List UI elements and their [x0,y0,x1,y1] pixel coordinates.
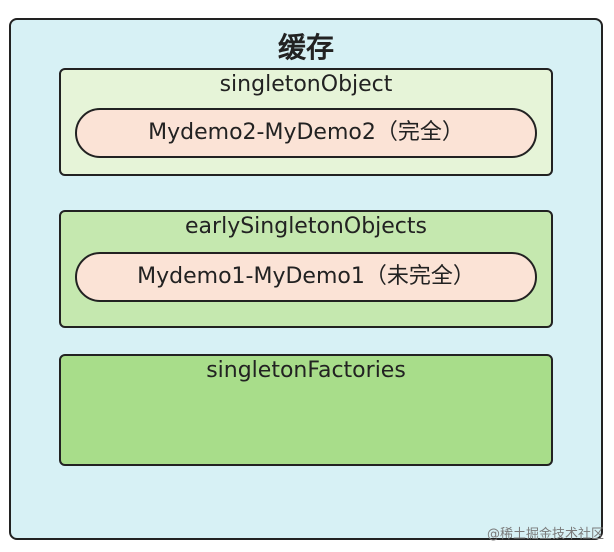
singleton-object-label: singletonObject [219,72,393,97]
early-singleton-objects-entry: Mydemo1-MyDemo1（未完全） [75,252,537,302]
early-singleton-objects-box: earlySingletonObjects Mydemo1-MyDemo1（未完… [59,210,553,328]
early-singleton-objects-label: earlySingletonObjects [185,214,427,239]
singleton-object-box: singletonObject Mydemo2-MyDemo2（完全） [59,68,553,176]
singleton-factories-label: singletonFactories [206,358,406,383]
singleton-object-entry: Mydemo2-MyDemo2（完全） [75,108,537,158]
singleton-factories-box: singletonFactories [59,354,553,466]
cache-container: 缓存 singletonObject Mydemo2-MyDemo2（完全） e… [9,18,603,540]
cache-title: 缓存 [277,31,334,64]
watermark: @稀土掘金技术社区 [486,527,604,542]
